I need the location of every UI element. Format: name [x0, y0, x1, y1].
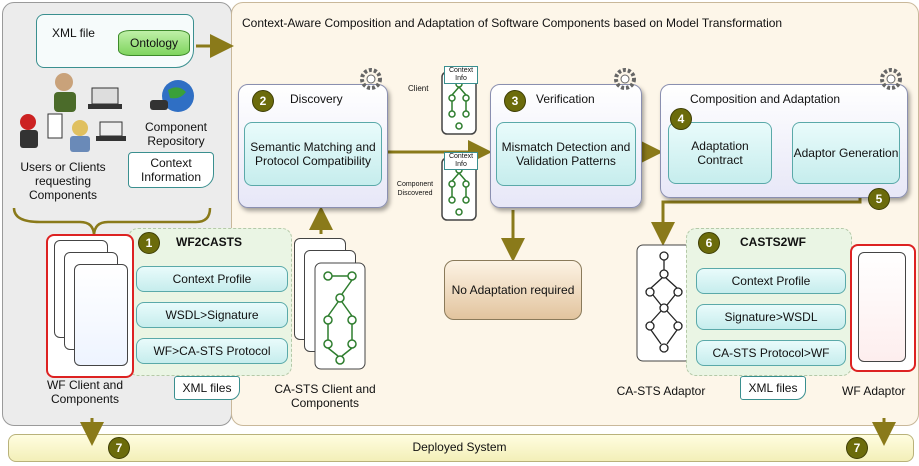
wf-adaptor-doc	[858, 252, 906, 362]
verification-task-label: Mismatch Detection and Validation Patter…	[501, 140, 631, 168]
casts-adaptor-label: CA-STS Adaptor	[616, 384, 706, 398]
step-badge-6: 6	[698, 232, 720, 254]
users-label: Users or Clients requesting Components	[20, 160, 106, 202]
casts2wf-item-context-profile: Context Profile	[696, 268, 846, 294]
xml-file-label: XML file	[52, 26, 95, 40]
step-badge-7-left: 7	[108, 437, 130, 459]
casts2wf-item-label: Context Profile	[731, 274, 811, 288]
wf2casts-item-wsdl-signature: WSDL>Signature	[136, 302, 288, 328]
step-badge-1: 1	[138, 232, 160, 254]
no-adaptation-box: No Adaptation required	[444, 260, 582, 320]
step-badge-2: 2	[252, 90, 274, 112]
casts-adaptor-graph	[636, 244, 692, 362]
verification-title: Verification	[536, 92, 595, 106]
users-icon	[20, 73, 126, 152]
casts-client-label: CA-STS Client and Components	[274, 382, 376, 410]
step-badge-5: 5	[868, 188, 890, 210]
wf-client-label: WF Client and Components	[46, 378, 124, 406]
adaptation-contract-label: Adaptation Contract	[691, 139, 749, 167]
context-info-tag-2: Context Info	[444, 152, 478, 170]
wf-adaptor-label: WF Adaptor	[842, 384, 906, 398]
gear-icon	[880, 68, 902, 90]
wf2casts-item-protocol: WF>CA-STS Protocol	[136, 338, 288, 364]
mini-protocol-component	[441, 157, 477, 221]
component-repository-label: Component Repository	[144, 120, 208, 148]
wf2casts-item-label: Context Profile	[172, 272, 252, 286]
casts2wf-item-signature-wsdl: Signature>WSDL	[696, 304, 846, 330]
step-badge-7-right: 7	[846, 437, 868, 459]
adaptor-generation: Adaptor Generation	[792, 122, 900, 184]
verification-task: Mismatch Detection and Validation Patter…	[496, 122, 636, 186]
wf2casts-item-context-profile: Context Profile	[136, 266, 288, 292]
casts-protocol-graph	[314, 262, 366, 370]
composition-title: Composition and Adaptation	[690, 92, 841, 106]
adaptation-contract: Adaptation Contract	[668, 122, 772, 184]
client-label: Client	[408, 84, 429, 93]
wf2casts-title: WF2CASTS	[176, 235, 242, 249]
no-adaptation-label: No Adaptation required	[451, 282, 575, 297]
casts2wf-item-protocol: CA-STS Protocol>WF	[696, 340, 846, 366]
ontology-label: Ontology	[129, 36, 179, 50]
adaptor-generation-label: Adaptor Generation	[793, 146, 899, 160]
context-info-tag-1: Context Info	[444, 66, 478, 84]
wf2casts-xml-files: XML files	[174, 376, 240, 400]
wf-doc-3	[74, 264, 128, 366]
diagram-title: Context-Aware Composition and Adaptation…	[242, 16, 783, 30]
xml-files-label: XML files	[182, 381, 232, 395]
component-discovered-label: Component Discovered	[396, 181, 434, 197]
context-information-label: Context Information	[140, 156, 202, 184]
deployed-bar	[8, 434, 914, 462]
discovery-task-label: Semantic Matching and Protocol Compatibi…	[250, 140, 376, 168]
step-badge-4: 4	[670, 108, 692, 130]
context-information-tag: Context Information	[128, 152, 214, 188]
casts2wf-item-label: CA-STS Protocol>WF	[712, 346, 830, 360]
wf2casts-item-label: WSDL>Signature	[165, 308, 259, 322]
discovery-title: Discovery	[290, 92, 343, 106]
wf2casts-item-label: WF>CA-STS Protocol	[153, 344, 271, 358]
deployed-system-label: Deployed System	[412, 440, 507, 454]
casts2wf-xml-files: XML files	[740, 376, 806, 400]
repository-icon	[150, 80, 194, 112]
ontology-cylinder: Ontology	[118, 30, 190, 56]
gear-icon	[614, 68, 636, 90]
casts2wf-item-label: Signature>WSDL	[724, 310, 818, 324]
step-badge-3: 3	[504, 90, 526, 112]
xml-files-label: XML files	[748, 381, 798, 395]
casts2wf-title: CASTS2WF	[740, 235, 806, 249]
gear-icon	[360, 68, 382, 90]
discovery-task: Semantic Matching and Protocol Compatibi…	[244, 122, 382, 186]
